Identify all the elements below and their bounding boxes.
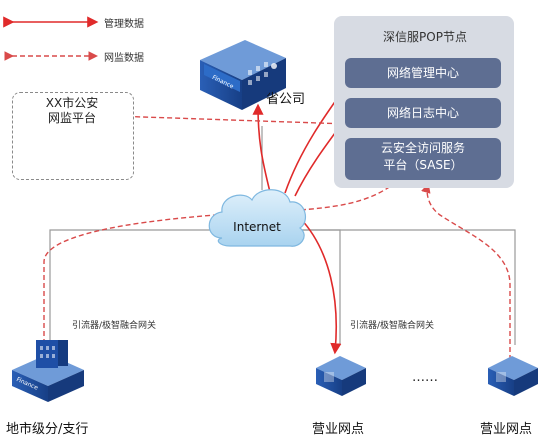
site-center-gateway-label: 引流器/极智融合网关 xyxy=(350,321,435,331)
site-right-label: 营业网点 xyxy=(480,422,533,437)
management-flows xyxy=(252,76,354,355)
more-sites-ellipsis: …… xyxy=(412,370,438,385)
branch-label: 地市级分/支行 xyxy=(6,422,89,437)
police-monitoring-platform xyxy=(12,92,134,180)
police-platform-title: XX市公安 网监平台 xyxy=(12,96,132,126)
police-platform-title-line2: 网监平台 xyxy=(47,111,96,125)
site-center-label: 营业网点 xyxy=(312,422,365,437)
shop-center-icon xyxy=(316,356,366,396)
police-platform-title-line1: XX市公安 xyxy=(45,96,99,110)
legend-management-label: 管理数据 xyxy=(104,19,144,30)
network-log-center-label: 网络日志中心 xyxy=(386,106,459,120)
network-management-center: 网络管理中心 xyxy=(345,58,501,88)
hq-building-icon xyxy=(200,40,286,110)
pop-node-title: 深信服POP节点 xyxy=(383,30,467,44)
legend-monitoring-label: 网监数据 xyxy=(104,53,144,64)
sase-service-label: 云安全访问服务 xyxy=(380,141,465,155)
internet-label: Internet xyxy=(233,220,281,234)
hq-label: 省公司 xyxy=(266,92,306,107)
network-log-center: 网络日志中心 xyxy=(345,98,501,128)
branch-building-icon xyxy=(12,340,84,402)
branch-gateway-label: 引流器/极智融合网关 xyxy=(72,321,157,331)
network-tree-lines xyxy=(49,126,516,345)
network-management-center-label: 网络管理中心 xyxy=(386,66,459,80)
internet-cloud xyxy=(208,189,307,247)
sase-service-label-line2: 平台（SASE） xyxy=(383,158,463,172)
shop-right-icon xyxy=(488,356,538,396)
sase-service: 云安全访问服务 平台（SASE） xyxy=(345,138,501,180)
